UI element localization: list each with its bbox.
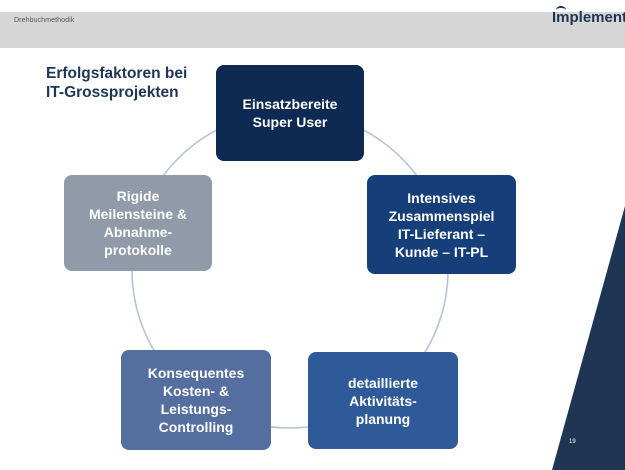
box-line: Konsequentes — [147, 365, 245, 381]
box-line: Controlling — [158, 419, 234, 435]
cycle-box-planung: detaillierte Aktivitäts- planung — [308, 352, 458, 449]
box-line: Aktivitäts- — [349, 392, 417, 409]
box-line: Meilensteine & — [88, 206, 188, 222]
box-line: detaillierte — [347, 374, 419, 391]
slide-title-line-2: IT-Grossprojekten — [46, 84, 179, 101]
box-line: protokolle — [104, 242, 172, 258]
cycle-box-controlling: Konsequentes Kosten- & Leistungs- Contro… — [121, 350, 271, 450]
box-line: Zusammenspiel — [388, 207, 495, 224]
box-line: Super User — [252, 114, 328, 130]
decor-wedge — [552, 206, 625, 470]
box-line: Abnahme- — [103, 224, 173, 240]
box-line: Kosten- & — [162, 383, 230, 399]
box-line: Leistungs- — [160, 401, 232, 417]
box-line: planung — [355, 410, 411, 427]
cycle-box-super-user: Einsatzbereite Super User — [216, 65, 364, 161]
breadcrumb: Drehbuchmethodik — [14, 17, 75, 24]
brand-logo: Implement — [552, 9, 625, 26]
box-line: Rigide — [116, 188, 160, 204]
slide-title-line-1: Erfolgsfaktoren bei — [46, 65, 188, 82]
box-line: Kunde – IT-PL — [394, 243, 489, 260]
brand-logo-arc — [556, 6, 566, 14]
box-line: Intensives — [407, 189, 476, 206]
box-line: Einsatzbereite — [242, 96, 338, 112]
page-number: 19 — [569, 439, 576, 445]
cycle-box-meilensteine: Rigide Meilensteine & Abnahme- protokoll… — [64, 175, 212, 271]
cycle-box-zusammenspiel: Intensives Zusammenspiel IT-Lieferant – … — [367, 175, 516, 274]
box-line: IT-Lieferant – — [397, 225, 486, 242]
header-bar — [0, 12, 625, 48]
slide-title: Erfolgsfaktoren bei IT-Grossprojekten — [46, 64, 226, 102]
